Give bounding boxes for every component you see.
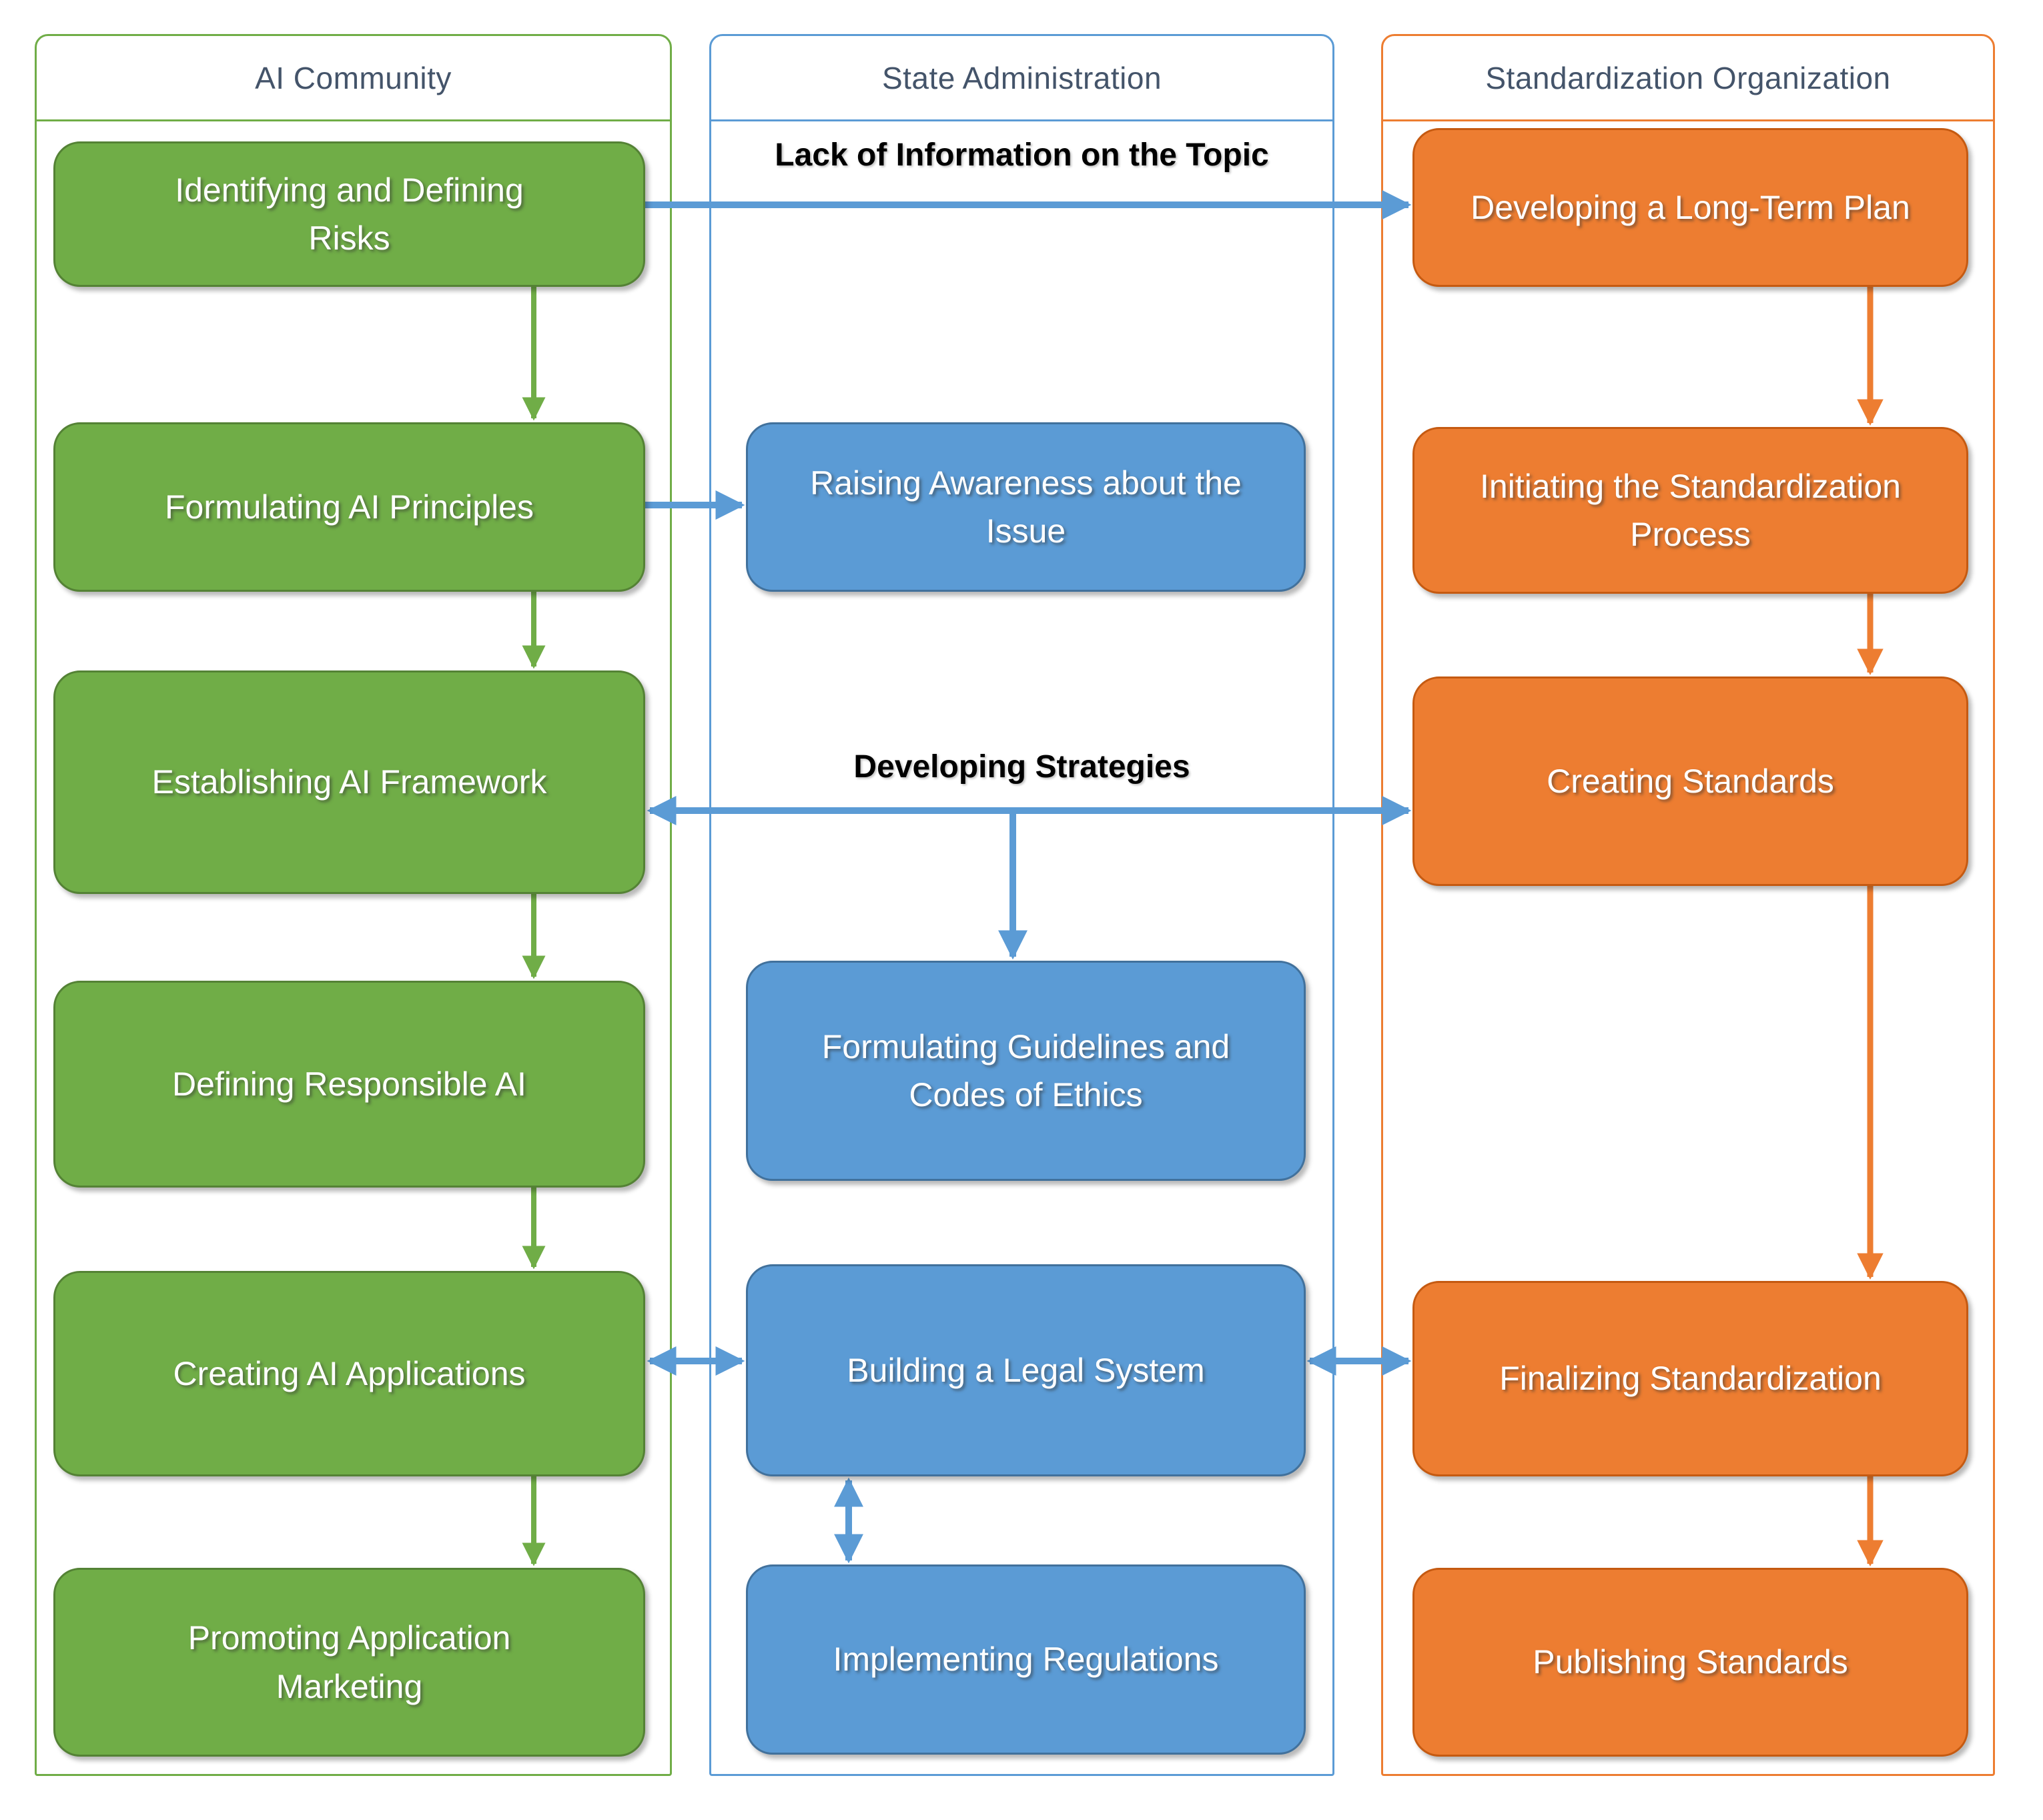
box-promoting-application-marketing: Promoting Application Marketing (53, 1568, 645, 1757)
box-creating-ai-applications: Creating AI Applications (53, 1271, 645, 1476)
box-publishing-standards: Publishing Standards (1412, 1568, 1968, 1757)
blue-cross-arrows (645, 189, 1412, 1564)
column-header-ai-community: AI Community (37, 36, 670, 121)
column-state-administration: State Administration (709, 34, 1334, 1776)
box-building-a-legal-system: Building a Legal System (746, 1264, 1306, 1476)
column-title-state-administration: State Administration (881, 60, 1162, 95)
box-finalizing-standardization: Finalizing Standardization (1412, 1281, 1968, 1476)
box-creating-standards: Creating Standards (1412, 676, 1968, 886)
box-initiating-the-standardization-process: Initiating the Standardization Process (1412, 427, 1968, 594)
box-establishing-ai-framework: Establishing AI Framework (53, 670, 645, 894)
label-developing-strategies: Developing Strategies (853, 749, 1190, 785)
column-standardization-organization: Standardization Organization (1381, 34, 1995, 1776)
column-ai-community: AI Community (35, 34, 672, 1776)
column-header-state-administration: State Administration (711, 36, 1332, 121)
column-title-standardization-organization: Standardization Organization (1485, 60, 1891, 95)
box-formulating-guidelines-and-codes-of-ethics: Formulating Guidelines and Codes of Ethi… (746, 961, 1306, 1181)
box-implementing-regulations: Implementing Regulations (746, 1564, 1306, 1755)
column-header-standardization-organization: Standardization Organization (1383, 36, 1993, 121)
label-lack-of-information-on-the-topic: Lack of Information on the Topic (775, 137, 1269, 173)
box-formulating-ai-principles: Formulating AI Principles (53, 422, 645, 592)
box-defining-responsible-ai: Defining Responsible AI (53, 981, 645, 1188)
box-identifying-and-defining-risks: Identifying and Defining Risks (53, 141, 645, 287)
box-developing-a-long-term-plan: Developing a Long-Term Plan (1412, 128, 1968, 287)
box-raising-awareness-about-the-issue: Raising Awareness about the Issue (746, 422, 1306, 592)
column-title-ai-community: AI Community (255, 60, 452, 95)
